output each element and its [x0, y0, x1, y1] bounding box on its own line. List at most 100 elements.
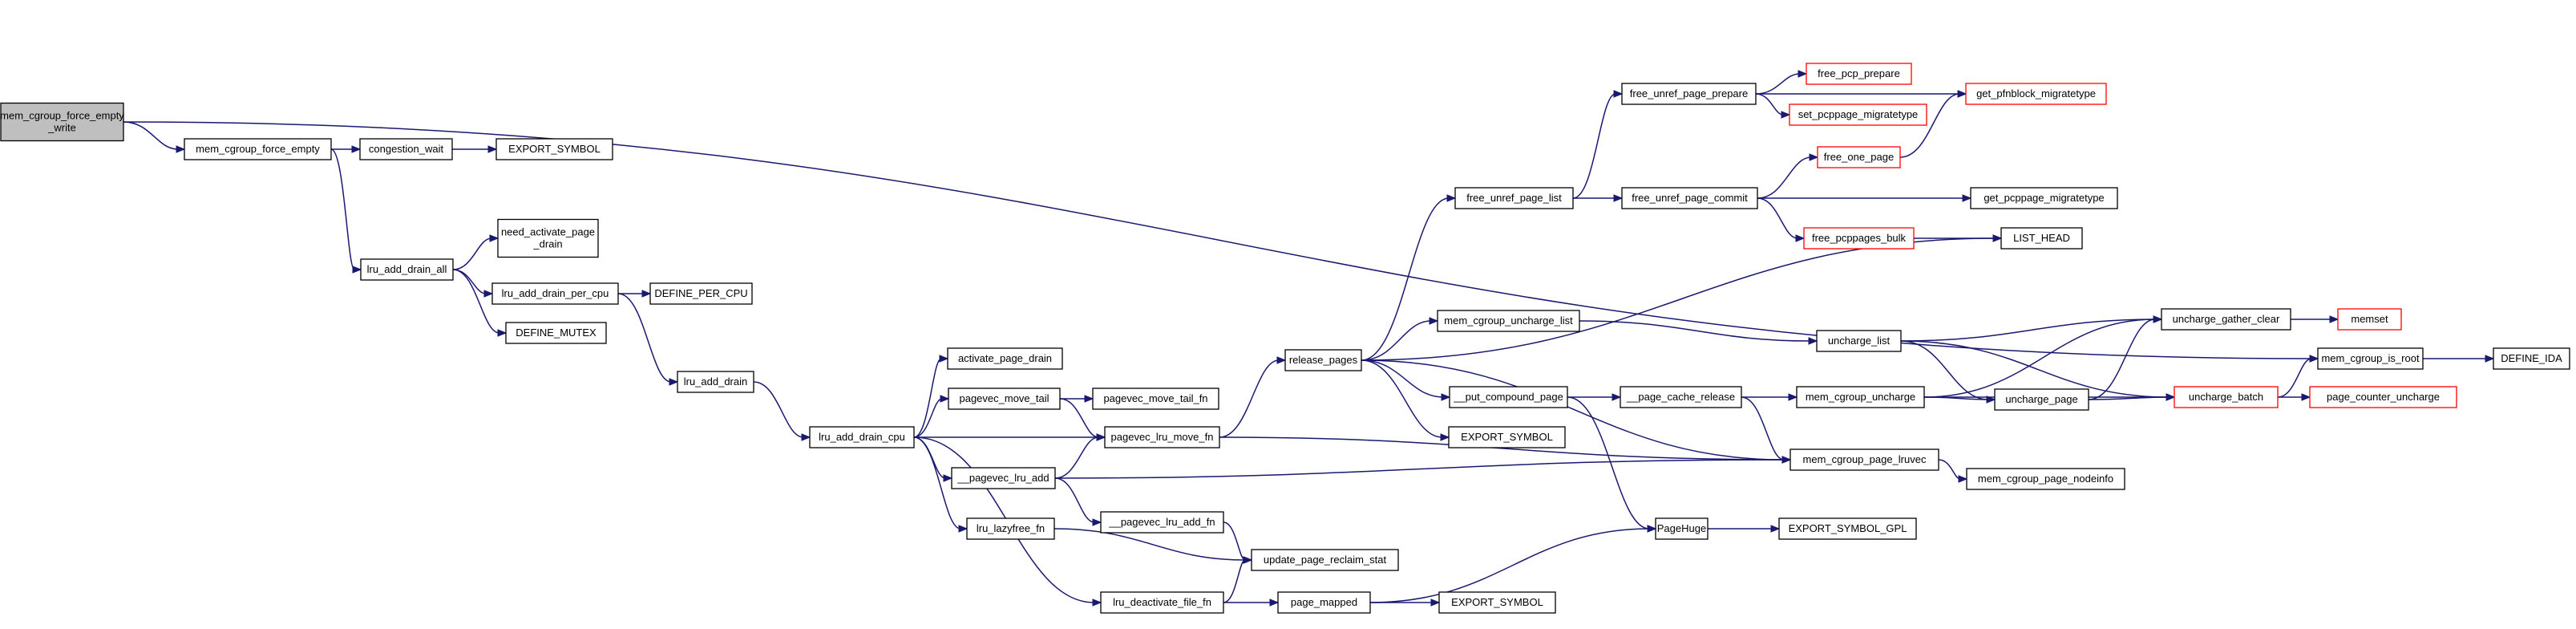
- call-edge: [1707, 525, 1781, 533]
- node-label: DEFINE_PER_CPU: [654, 287, 747, 299]
- function-node-pagevec-lru-add[interactable]: __pagevec_lru_add: [951, 467, 1056, 489]
- call-edge: [2088, 393, 2176, 401]
- function-node-pagevec-lru-add-fn[interactable]: __pagevec_lru_add_fn: [1100, 511, 1224, 534]
- function-node-drain-cpu[interactable]: lru_add_drain_cpu: [809, 426, 915, 448]
- function-node-export-rp[interactable]: EXPORT_SYMBOL: [1448, 426, 1566, 448]
- node-label: pagevec_move_tail_fn: [1103, 392, 1207, 404]
- function-node-lru-add-drain-all[interactable]: lru_add_drain_all: [360, 258, 454, 281]
- node-box: [2493, 347, 2570, 370]
- function-node-root[interactable]: mem_cgroup_force_empty_write: [0, 102, 124, 142]
- call-edge: [123, 121, 186, 153]
- node-label: mem_cgroup_page_lruvec: [1803, 453, 1927, 465]
- function-node-uncharge-gather-clear[interactable]: uncharge_gather_clear: [2161, 308, 2291, 331]
- arrowhead-icon: [1770, 525, 1781, 533]
- node-label: mem_cgroup_page_nodeinfo: [1978, 473, 2113, 485]
- function-node-release-pages[interactable]: release_pages: [1284, 349, 1362, 371]
- function-node-set-pcppage[interactable]: set_pcppage_migratetype: [1789, 103, 1927, 126]
- function-node-page-huge[interactable]: PageHuge: [1655, 517, 1709, 540]
- node-box: [495, 138, 613, 160]
- function-node-uncharge-batch[interactable]: uncharge_batch: [2174, 386, 2279, 408]
- function-node-pagevec-move-tail-fn[interactable]: pagevec_move_tail_fn: [1092, 388, 1219, 410]
- call-edge: [1219, 356, 1287, 438]
- function-node-define-mutex[interactable]: DEFINE_MUTEX: [505, 322, 607, 344]
- arrowhead-icon: [1798, 70, 1808, 78]
- call-edge: [331, 145, 362, 153]
- function-node-define-per-cpu[interactable]: DEFINE_PER_CPU: [649, 282, 753, 305]
- node-box: [1449, 386, 1568, 408]
- function-node-uncharge-page[interactable]: uncharge_page: [1994, 388, 2089, 411]
- function-node-need-activate[interactable]: need_activate_page_drain: [497, 218, 599, 258]
- call-edge: [1223, 521, 1253, 564]
- function-node-update-reclaim[interactable]: update_page_reclaim_stat: [1251, 549, 1399, 571]
- call-edge: [1567, 396, 1657, 533]
- call-edge: [1361, 317, 1439, 361]
- function-node-mc-uncharge[interactable]: mem_cgroup_uncharge: [1796, 386, 1925, 408]
- function-node-page-mapped[interactable]: page_mapped: [1277, 591, 1371, 614]
- function-node-lru-add-drain[interactable]: lru_add_drain: [677, 371, 754, 393]
- call-edge: [1361, 359, 1450, 441]
- function-node-export1[interactable]: EXPORT_SYMBOL: [495, 138, 613, 160]
- function-node-free-unref-list[interactable]: free_unref_page_list: [1454, 187, 1574, 209]
- node-label: __put_compound_page: [1453, 391, 1563, 403]
- call-edge: [2088, 315, 2163, 400]
- call-edge: [1054, 433, 1106, 479]
- function-node-free-pcp-prepare[interactable]: free_pcp_prepare: [1806, 63, 1912, 85]
- node-box: [1277, 591, 1371, 614]
- function-node-free-pcppages-bulk[interactable]: free_pcppages_bulk: [1803, 227, 1915, 250]
- function-node-free-one-page[interactable]: free_one_page: [1817, 146, 1901, 168]
- node-box: [360, 258, 454, 281]
- node-label: uncharge_batch: [2189, 391, 2263, 403]
- arrowhead-icon: [669, 378, 679, 386]
- function-node-get-pfnblock[interactable]: get_pfnblock_migratetype: [1965, 83, 2107, 105]
- call-edge: [1755, 93, 1791, 119]
- node-label: page_counter_uncharge: [2327, 391, 2440, 403]
- node-label: get_pcppage_migratetype: [1984, 192, 2104, 204]
- arrowhead-icon: [176, 145, 186, 153]
- function-node-per-cpu[interactable]: lru_add_drain_per_cpu: [491, 282, 619, 305]
- node-label: PageHuge: [1657, 522, 1706, 534]
- arrowhead-icon: [1269, 599, 1280, 607]
- function-node-activate-page-drain[interactable]: activate_page_drain: [947, 347, 1063, 370]
- function-node-export-gpl[interactable]: EXPORT_SYMBOL_GPL: [1778, 517, 1917, 540]
- node-box: [1796, 386, 1925, 408]
- function-node-mc-page-nodeinfo[interactable]: mem_cgroup_page_nodeinfo: [1966, 468, 2125, 490]
- call-edge: [1223, 556, 1253, 603]
- call-edge: [1579, 320, 1818, 345]
- function-node-free-unref-commit[interactable]: free_unref_page_commit: [1621, 187, 1758, 209]
- function-node-pagevec-lru-move-fn[interactable]: pagevec_lru_move_fn: [1104, 426, 1220, 448]
- function-node-page-cache-release[interactable]: __page_cache_release: [1620, 386, 1742, 408]
- call-edge: [1369, 525, 1657, 603]
- arrowhead-icon: [801, 433, 811, 441]
- function-node-page-counter-uncharge[interactable]: page_counter_uncharge: [2309, 386, 2457, 408]
- function-node-deactivate[interactable]: lru_deactivate_file_fn: [1100, 591, 1224, 614]
- arrowhead-icon: [1808, 337, 1818, 345]
- node-box: [649, 282, 753, 305]
- function-node-put-compound[interactable]: __put_compound_page: [1449, 386, 1568, 408]
- function-node-lazyfree[interactable]: lru_lazyfree_fn: [966, 517, 1055, 540]
- arrowhead-icon: [1440, 433, 1450, 441]
- function-node-mc-page-lruvec[interactable]: mem_cgroup_page_lruvec: [1789, 448, 1939, 471]
- function-node-define-ida[interactable]: DEFINE_IDA: [2493, 347, 2570, 370]
- arrowhead-icon: [1986, 396, 1996, 404]
- call-edge: [2291, 315, 2339, 323]
- node-box: [2337, 308, 2402, 331]
- node-box: [1621, 187, 1758, 209]
- function-node-mc-is-root[interactable]: mem_cgroup_is_root: [2317, 347, 2424, 370]
- arrowhead-icon: [943, 474, 953, 482]
- arrowhead-icon: [1781, 111, 1791, 119]
- node-box: [2000, 227, 2083, 250]
- arrowhead-icon: [1092, 599, 1102, 607]
- function-node-export-pm[interactable]: EXPORT_SYMBOL: [1438, 591, 1556, 614]
- function-node-uncharge-list-mc[interactable]: mem_cgroup_uncharge_list: [1437, 310, 1580, 332]
- function-node-force-empty[interactable]: mem_cgroup_force_empty: [184, 138, 332, 160]
- function-node-uncharge-list[interactable]: uncharge_list: [1816, 330, 1902, 352]
- arrowhead-icon: [351, 145, 362, 153]
- function-node-get-pcppage[interactable]: get_pcppage_migratetype: [1970, 187, 2118, 209]
- function-node-free-unref-prepare[interactable]: free_unref_page_prepare: [1621, 83, 1757, 105]
- function-node-memset[interactable]: memset: [2337, 308, 2402, 331]
- function-node-congestion-wait[interactable]: congestion_wait: [359, 138, 453, 160]
- function-node-pagevec-move-tail[interactable]: pagevec_move_tail: [948, 388, 1061, 410]
- function-node-list-head[interactable]: LIST_HEAD: [2000, 227, 2083, 250]
- node-label: pagevec_lru_move_fn: [1111, 431, 1214, 443]
